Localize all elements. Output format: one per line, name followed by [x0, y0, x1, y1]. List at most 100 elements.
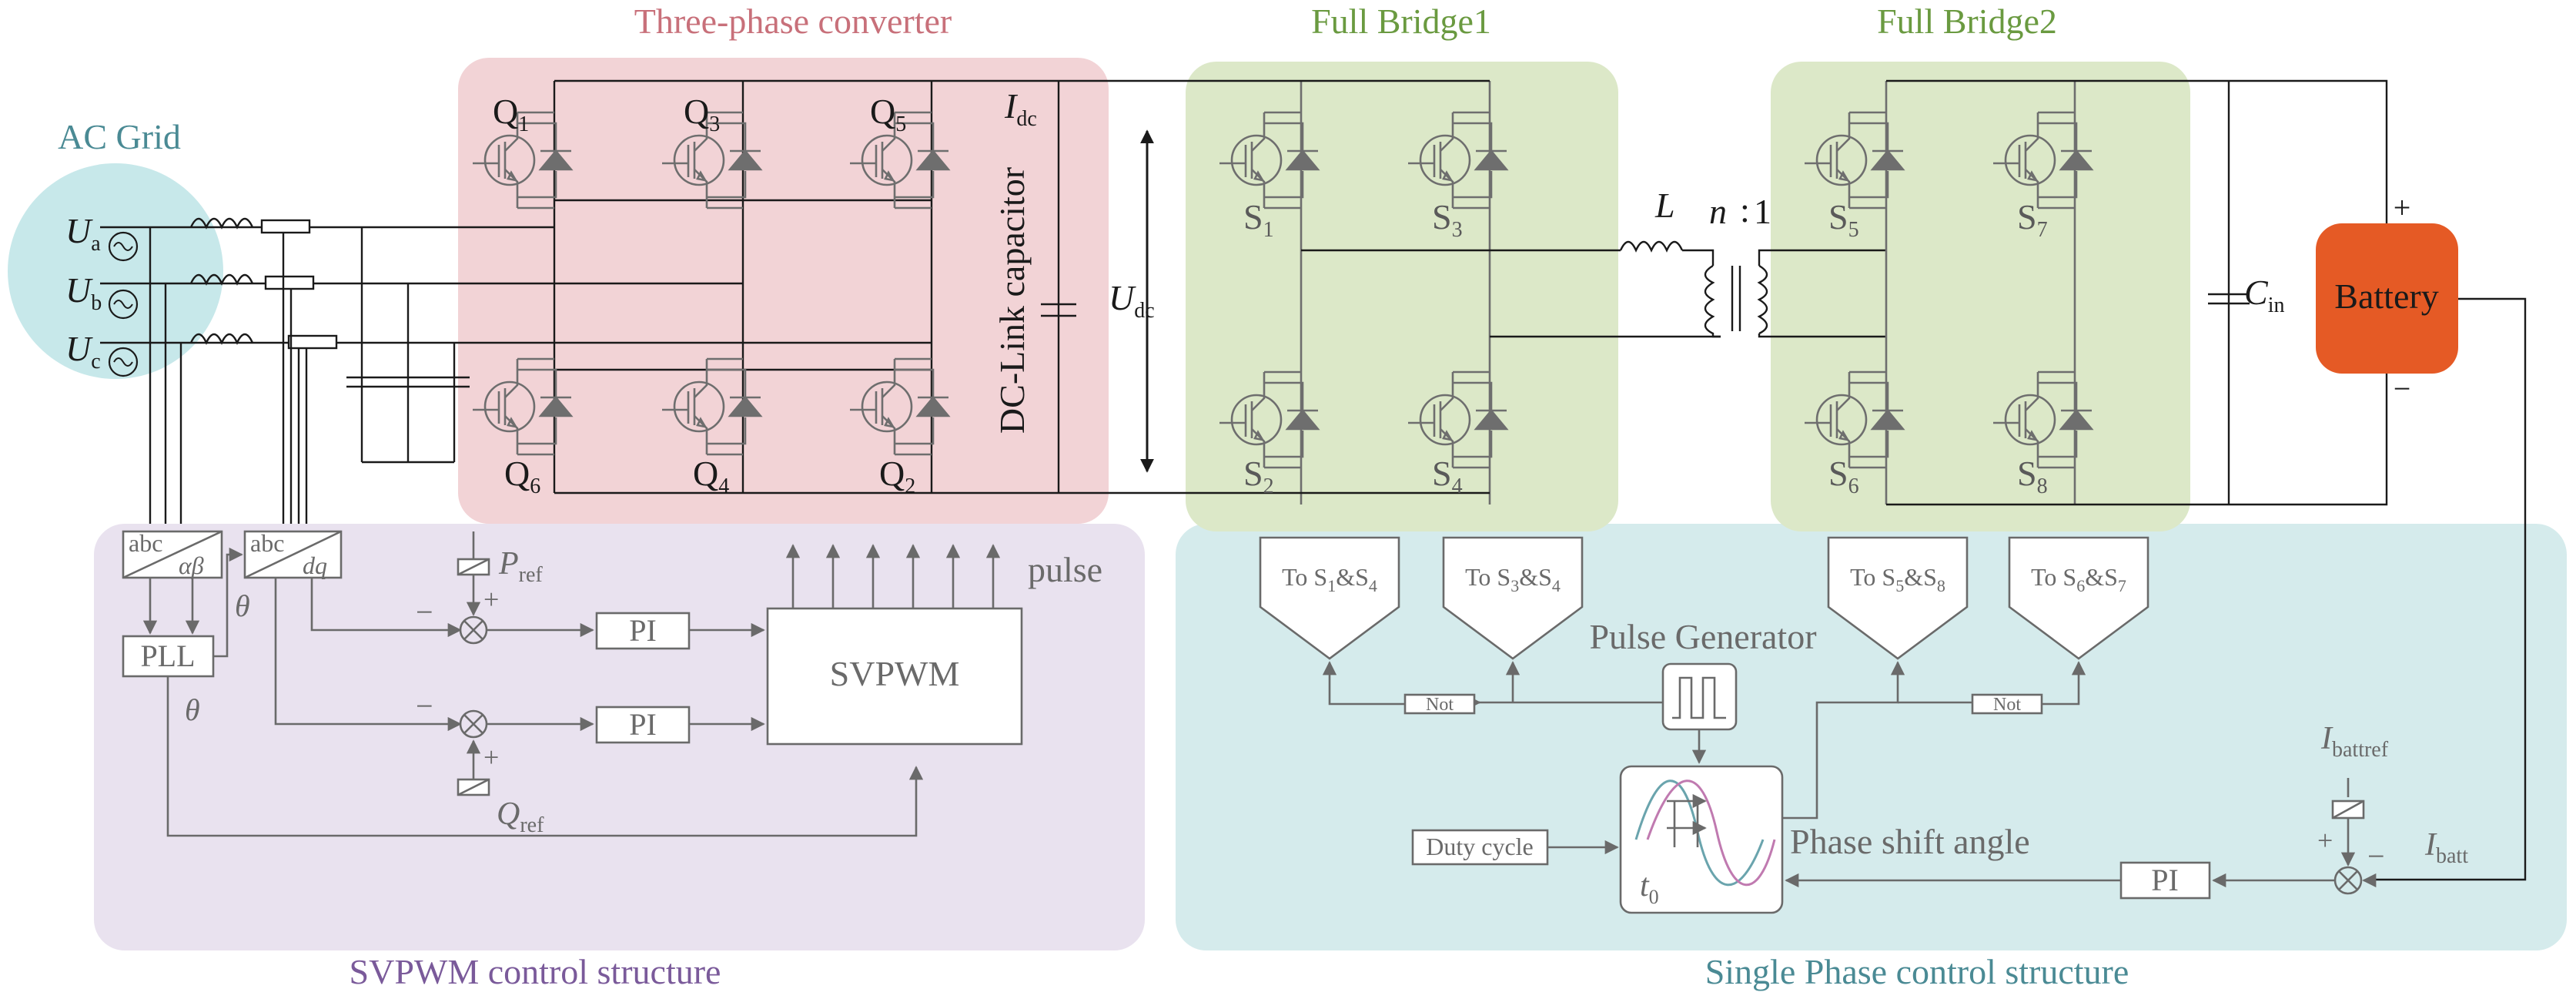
s7-label: S7	[2017, 197, 2048, 242]
shifted-sine-icon	[1646, 779, 1776, 887]
s8-label: S8	[2017, 454, 2048, 498]
inductor-label: L	[1654, 186, 1675, 225]
s1-label: S1	[1243, 197, 1274, 242]
cin-label: Cin	[2244, 273, 2284, 317]
source-label-ua: Ua	[65, 211, 101, 256]
igbt-q2-icon	[850, 357, 951, 456]
battery-plus: +	[2394, 190, 2411, 225]
single-phase-structure-title: Single Phase control structure	[1705, 952, 2129, 991]
pll-label: PLL	[140, 639, 195, 673]
svpwm-block-label: SVPWM	[830, 654, 960, 693]
to-box-2-label: To S3&S4	[1465, 563, 1561, 595]
converter-region	[458, 58, 1109, 524]
sum-junction-p	[459, 615, 488, 645]
dc-link-label: DC-Link capacitor	[992, 167, 1032, 434]
full-bridge2-title: Full Bridge2	[1877, 2, 2057, 41]
ratio-n-label: n	[1709, 192, 1727, 231]
ac-source-c	[108, 347, 139, 377]
phase-shift-label: Phase shift angle	[1790, 822, 2030, 861]
igbt-q1-icon	[473, 111, 574, 210]
plus-q: +	[483, 742, 499, 773]
pi-label-p: PI	[629, 613, 657, 648]
full-bridge1-title: Full Bridge1	[1311, 2, 1491, 41]
s4-label: S4	[1432, 454, 1463, 498]
battery	[2316, 223, 2458, 374]
to-box-2	[1442, 536, 1584, 660]
minus-p: −	[416, 595, 433, 629]
sum-junction-q	[459, 709, 488, 739]
udc-label: Udc	[1109, 278, 1155, 323]
pi-block-p	[595, 612, 691, 650]
source-label-uc: Uc	[65, 329, 101, 374]
idc-label: Idc	[1004, 86, 1037, 131]
q4-label: Q4	[693, 454, 729, 498]
not-gate-2	[1971, 693, 2043, 715]
svpwm-control: abc αβ abc dq PLL θ θ − + − +	[122, 529, 1102, 837]
igbt-q3-icon	[662, 111, 763, 210]
igbt-s6-icon	[1805, 370, 1905, 469]
battery-label: Battery	[2334, 277, 2438, 316]
to-box-4-label: To S6&S7	[2031, 563, 2126, 595]
minus-q: −	[416, 689, 433, 723]
igbt-s4-icon	[1408, 370, 1509, 469]
q6-label: Q6	[504, 454, 540, 498]
duty-cycle-label: Duty cycle	[1426, 833, 1534, 860]
pi-label-battery: PI	[2151, 863, 2179, 897]
ac-grid-region	[8, 163, 223, 379]
grid-inductors	[149, 217, 470, 524]
single-phase-control: To S1&S4 To S3&S4 To S5&S8 To S6&S7 Puls…	[1259, 536, 2468, 914]
igbt-q5-icon	[850, 111, 951, 210]
ibatt-label: Ibatt	[2424, 827, 2468, 868]
full-bridge2-region	[1771, 62, 2190, 531]
igbt-s1-icon	[1219, 111, 1320, 210]
pref-label: Pref	[498, 546, 543, 587]
q2-label: Q2	[879, 454, 915, 498]
pi-block-battery	[2119, 861, 2211, 900]
q1-label: Q1	[493, 92, 529, 136]
theta-label-1: θ	[235, 588, 250, 623]
to-box-1	[1259, 536, 1400, 660]
plus-p: +	[483, 584, 499, 615]
qref-label: Qref	[497, 796, 544, 837]
abc1-bottom: αβ	[179, 551, 204, 579]
converter-switches	[473, 111, 951, 456]
igbt-q4-icon	[662, 357, 763, 456]
to-box-3-label: To S5&S8	[1850, 563, 1945, 595]
to-box-1-label: To S1&S4	[1282, 563, 1377, 595]
converter-wiring	[100, 79, 1186, 494]
square-wave-icon	[1672, 676, 1726, 719]
pulse-label: pulse	[1028, 550, 1102, 589]
not-gate-2-label: Not	[1993, 695, 2021, 715]
converter-title: Three-phase converter	[634, 2, 952, 41]
full-bridge1-region	[1186, 62, 1618, 531]
abc1-top: abc	[129, 529, 162, 557]
igbt-s8-icon	[1993, 370, 2094, 469]
q3-label: Q3	[684, 92, 720, 136]
ibattref-label: Ibattref	[2320, 721, 2389, 762]
pi-label-q: PI	[629, 707, 657, 742]
igbt-s3-icon	[1408, 111, 1509, 210]
not-gate-1-label: Not	[1426, 695, 1454, 715]
q5-label: Q5	[870, 92, 906, 136]
ac-source-b	[108, 289, 139, 320]
igbt-s7-icon	[1993, 111, 2094, 210]
ratio-colon-label: :	[1740, 190, 1750, 230]
ac-grid-title: AC Grid	[58, 117, 181, 156]
ratio-one-label: 1	[1754, 192, 1771, 231]
transformer	[1619, 240, 1886, 338]
igbt-q6-icon	[473, 357, 574, 456]
igbt-s5-icon	[1805, 111, 1905, 210]
source-label-ub: Ub	[65, 270, 102, 315]
theta-label-2: θ	[185, 692, 200, 727]
to-box-3	[1827, 536, 1969, 660]
s5-label: S5	[1828, 197, 1859, 242]
abc2-top: abc	[250, 529, 284, 557]
ac-source-a	[108, 231, 139, 262]
pulse-generator-block	[1661, 662, 1738, 731]
to-box-4	[2008, 536, 2149, 660]
plus-battery: +	[2317, 825, 2333, 856]
phase-shift-block	[1619, 765, 1784, 914]
sum-junction-battery	[2333, 866, 2363, 895]
s2-label: S2	[1243, 454, 1274, 498]
